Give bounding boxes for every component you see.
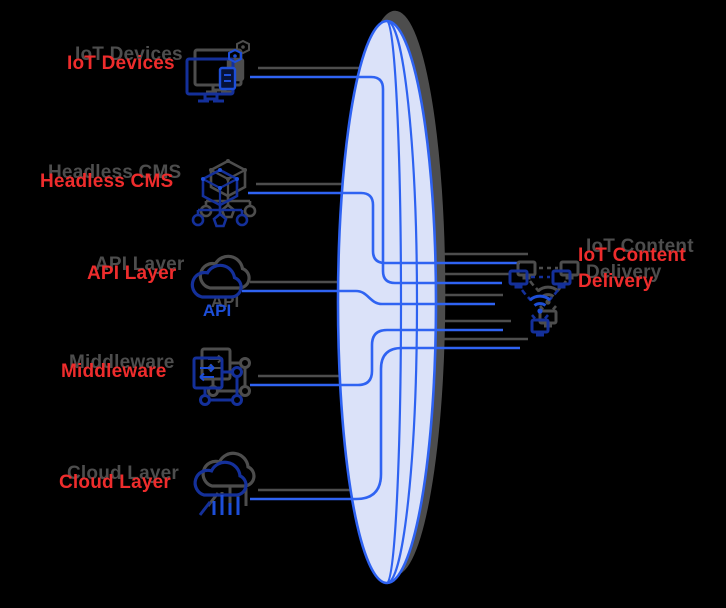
hub-inner-contour-2 <box>386 19 403 585</box>
link-iot-devices <box>250 75 502 285</box>
hub-inner-contour-1 <box>386 19 419 585</box>
cube-hierarchy-icon <box>191 168 249 228</box>
label-api-layer: API Layer <box>87 263 177 284</box>
api-icon-text: API <box>203 301 231 319</box>
link-cloud-layer <box>250 346 520 501</box>
label-iot-content-delivery: IoT Content Delivery <box>578 245 686 292</box>
label-cloud-layer: Cloud Layer <box>59 472 171 493</box>
cloud-bars-icon <box>193 460 248 516</box>
iot-network-wifi-icon <box>508 269 572 337</box>
link-api-layer <box>242 289 495 306</box>
iot-device-monitor-icon <box>185 48 242 103</box>
integration-box-icon <box>192 356 243 406</box>
link-headless-cms <box>248 191 520 265</box>
cloud-api-icon: API <box>190 263 243 319</box>
link-middleware <box>250 328 503 387</box>
label-middleware: Middleware <box>61 361 167 382</box>
label-headless-cms: Headless CMS <box>40 171 174 192</box>
label-iot-devices: IoT Devices <box>67 53 175 74</box>
